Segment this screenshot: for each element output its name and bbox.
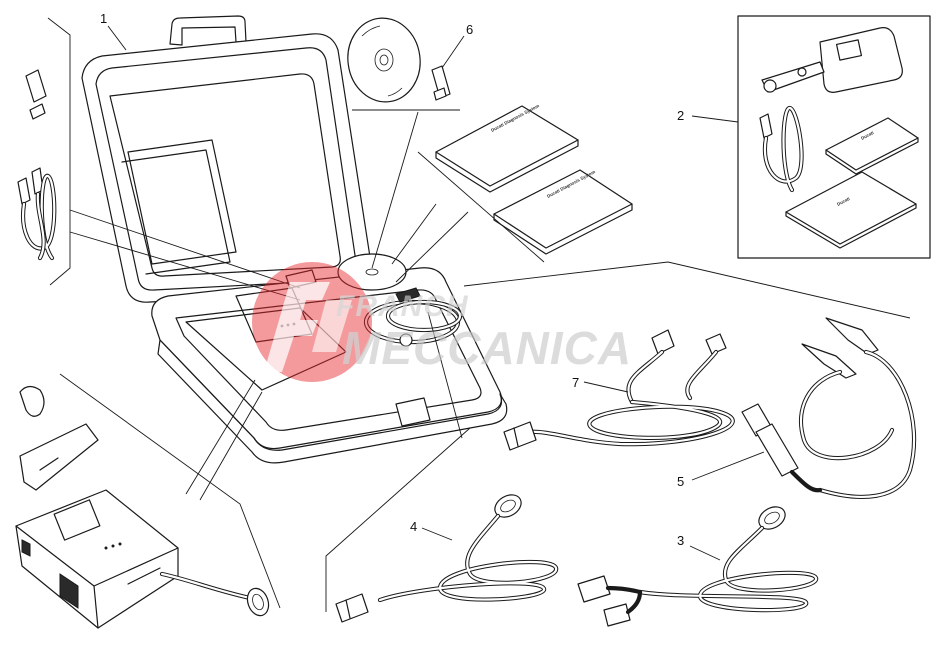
usb-cable-left	[17, 167, 57, 261]
case-assembly	[81, 15, 508, 464]
callout-3: 3	[677, 533, 684, 548]
manuals-center: Ducati Diagnosis System Ducati Diagnosis…	[417, 103, 633, 263]
interface-unit	[15, 373, 281, 629]
callout-5: 5	[677, 474, 684, 489]
usb-key-6	[431, 65, 451, 101]
watermark-line1: FRANCH	[336, 290, 469, 323]
key-kit-box: Ducati Ducati	[737, 15, 931, 259]
manual-title-4: Ducati	[836, 196, 851, 207]
battery-cable-5	[741, 317, 917, 499]
usb-dongle-left	[25, 69, 47, 120]
callout-6: 6	[466, 22, 473, 37]
bracket-right	[463, 261, 911, 319]
leader-lines	[69, 111, 469, 501]
callout-1: 1	[100, 11, 107, 26]
watermark-logo: FRANCH MECCANICA	[252, 262, 632, 382]
callout-numbers: 1 2 3 4 5 6 7	[100, 11, 684, 548]
bracket-bottom-left	[59, 373, 281, 609]
bracket-bottom-center	[325, 427, 471, 612]
callout-leaders	[107, 25, 765, 561]
callout-7: 7	[572, 375, 579, 390]
cable-3	[577, 506, 819, 627]
bracket-left-group	[47, 17, 71, 286]
callout-4: 4	[410, 519, 417, 534]
y-cable-7	[503, 329, 735, 451]
watermark-line2: MECCANICA	[342, 322, 632, 374]
cd-disc	[347, 17, 421, 103]
cable-4	[325, 427, 559, 623]
manual-title-3: Ducati	[860, 130, 875, 141]
callout-2: 2	[677, 108, 684, 123]
